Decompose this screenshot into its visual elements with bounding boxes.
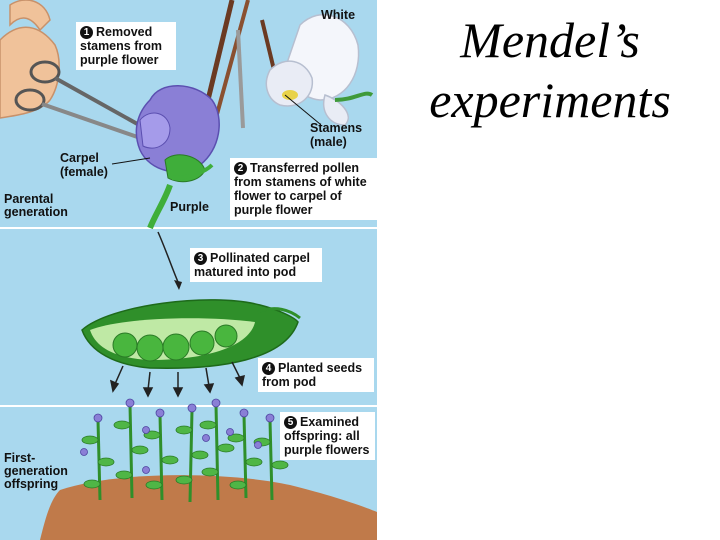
white-flower: [265, 14, 374, 126]
step-5-description: Examined offspring: all purple flowers: [284, 415, 370, 457]
offspring-plants: [80, 398, 289, 503]
stamens-pointer: [284, 94, 321, 125]
figure-illustration: [0, 0, 377, 540]
slide-title-line-1: Mendel’s: [460, 12, 640, 68]
parental-generation-label: Parental generation: [4, 192, 68, 219]
purple-flower-label: Purple: [170, 200, 209, 214]
first-generation-label: First-generation offspring: [4, 451, 68, 491]
step-2-description: Transferred pollen from stamens of white…: [234, 161, 367, 217]
soil: [40, 475, 377, 540]
stamens-label: Stamens (male): [310, 121, 363, 149]
seed-arrows: [109, 361, 245, 398]
step-5-number: 5: [284, 416, 297, 429]
white-flower-label: White: [321, 8, 356, 22]
step-3-number: 3: [194, 252, 207, 265]
pea-pod: [81, 299, 301, 369]
hand-scissors-illustration: [0, 0, 176, 152]
arrow-to-pod: [157, 231, 182, 290]
step-4-description: Planted seeds from pod: [262, 361, 363, 389]
purple-flower: [135, 85, 220, 230]
carpel-label: Carpel (female): [60, 151, 108, 179]
step-1-number: 1: [80, 26, 93, 39]
carpel-pointer: [111, 157, 151, 165]
step-2-number: 2: [234, 162, 247, 175]
step-4-number: 4: [262, 362, 275, 375]
step-3-description: Pollinated carpel matured into pod: [194, 251, 311, 279]
step-1-description: Removed stamens from purple flower: [80, 25, 162, 67]
slide-title: Mendel’s experiments: [400, 10, 700, 130]
slide-title-line-2: experiments: [429, 72, 671, 128]
